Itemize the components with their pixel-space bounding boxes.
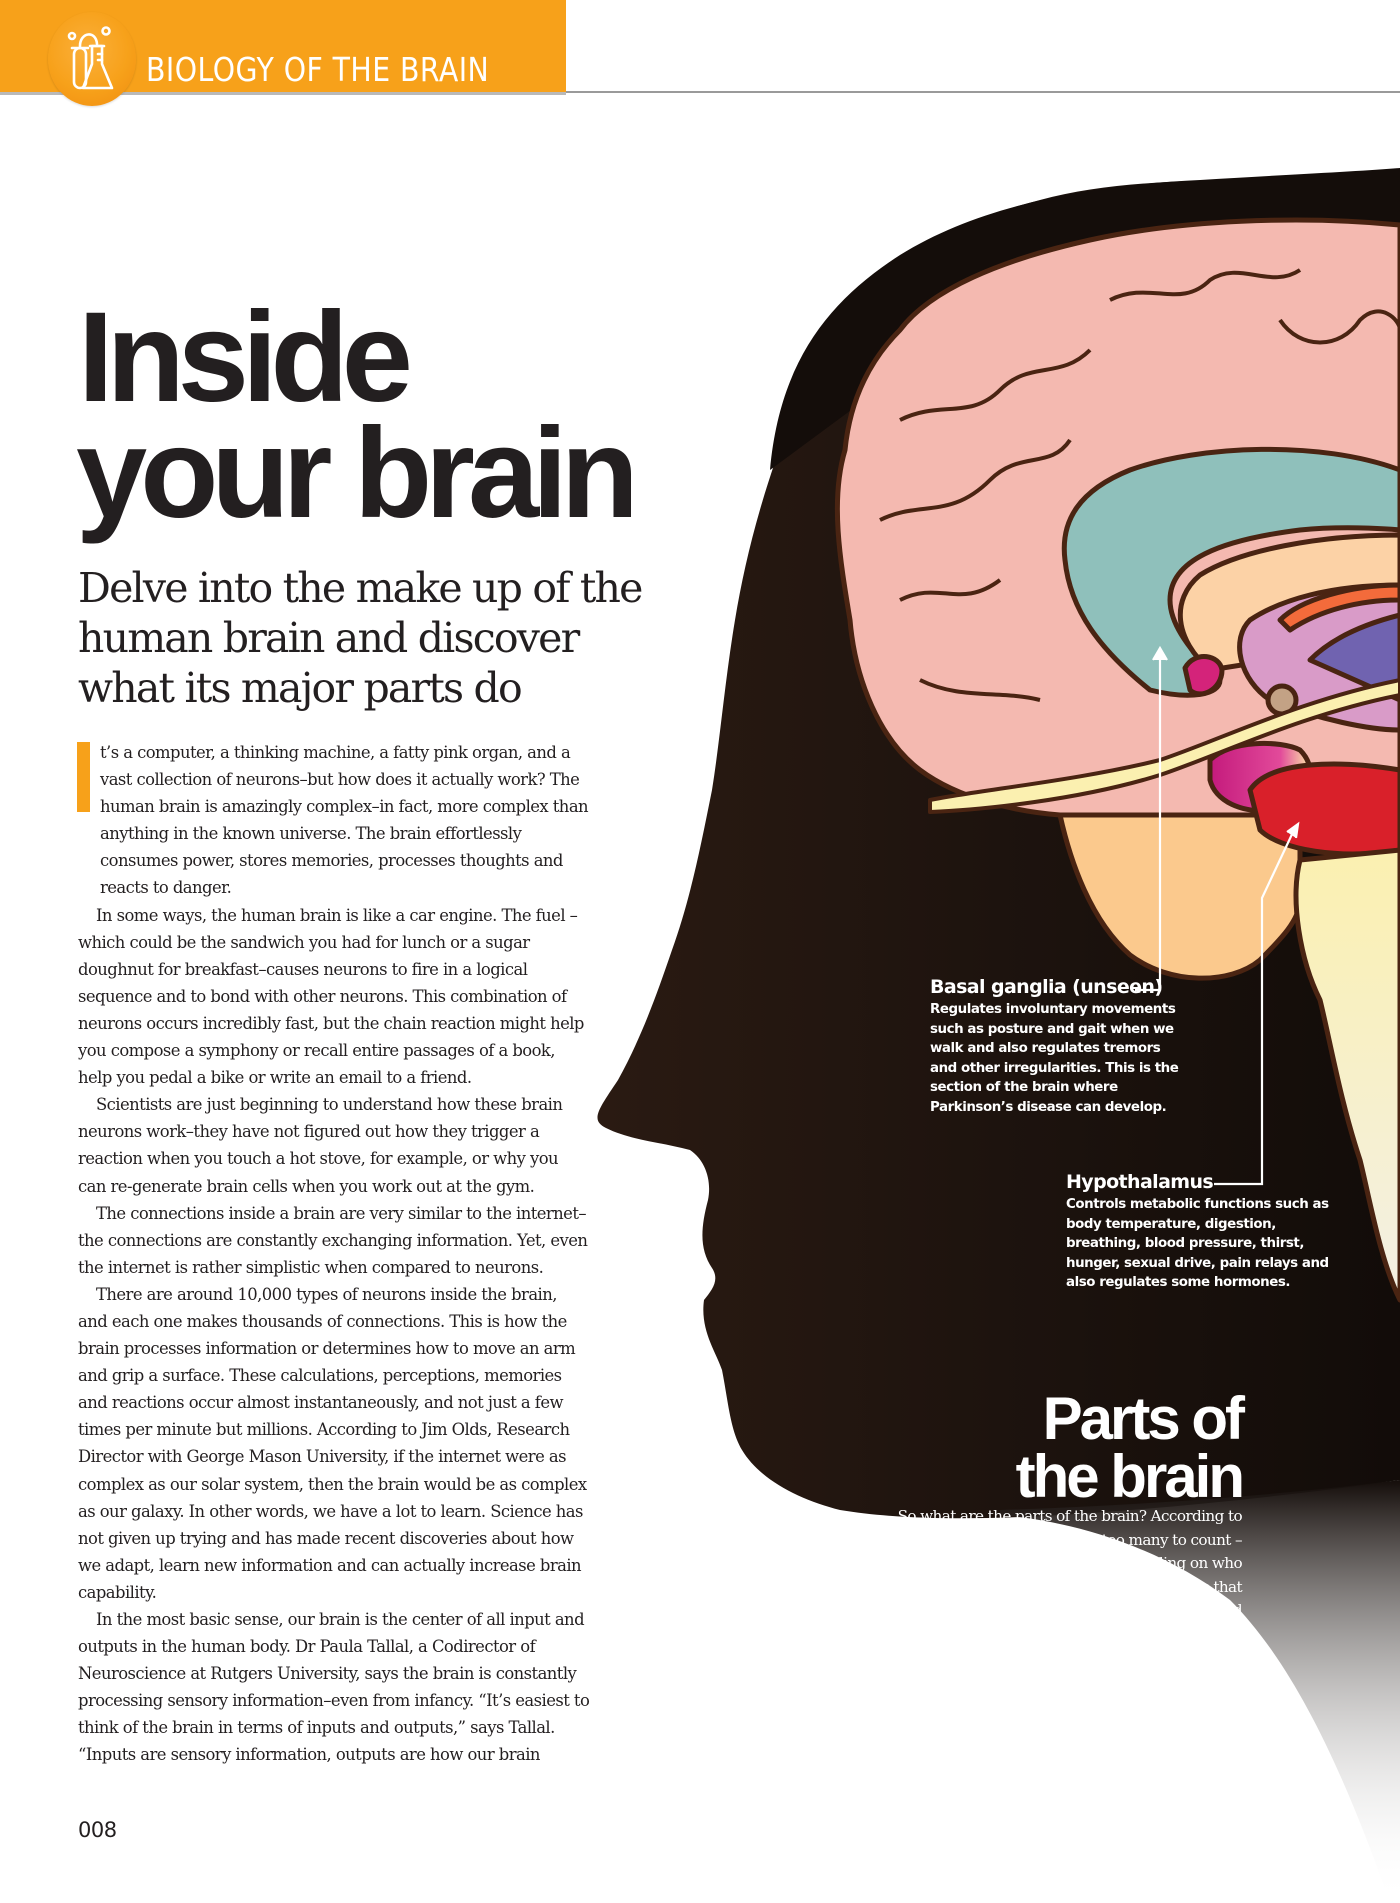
callout-text: Controls metabolic functions such as bod… bbox=[1066, 1197, 1329, 1290]
standfirst-line-2: human brain and discover bbox=[78, 614, 580, 662]
headline-line-1: Inside bbox=[78, 286, 413, 429]
paragraph-text: t’s a computer, a thinking machine, a fa… bbox=[100, 743, 589, 898]
body-paragraph-1: t’s a computer, a thinking machine, a fa… bbox=[78, 739, 590, 902]
sidebar-title-line-2: the brain bbox=[1015, 1443, 1245, 1510]
callout-hypothalamus: Hypothalamus Controls metabolic function… bbox=[1066, 1171, 1336, 1293]
body-paragraph-5: There are around 10,000 types of neurons… bbox=[78, 1284, 587, 1602]
page-number: 008 bbox=[78, 1818, 117, 1842]
callout-text: Regulates involuntary movements such as … bbox=[930, 1002, 1179, 1115]
article-standfirst: Delve into the make up of the human brai… bbox=[78, 563, 678, 713]
sidebar-title: Parts of the brain bbox=[1015, 1385, 1245, 1510]
body-paragraph-3: Scientists are just beginning to underst… bbox=[78, 1095, 563, 1196]
article-headline: Inside your brain bbox=[76, 286, 639, 545]
sidebar-text: So what are the parts of the brain? Acco… bbox=[894, 1507, 1242, 1643]
brain-diagram bbox=[834, 217, 1400, 1303]
standfirst-line-3: what its major parts do bbox=[78, 664, 523, 712]
header-rule bbox=[566, 91, 1400, 93]
sidebar-title-line-1: Parts of bbox=[1042, 1385, 1245, 1452]
callout-title: Hypothalamus bbox=[1066, 1171, 1214, 1193]
headline-line-2: your brain bbox=[76, 402, 639, 545]
brain-illustration bbox=[597, 168, 1400, 1903]
body-paragraph-2: In some ways, the human brain is like a … bbox=[78, 905, 584, 1088]
body-paragraph-4: The connections inside a brain are very … bbox=[78, 1203, 588, 1277]
lab-flask-test-tube-icon bbox=[67, 26, 114, 90]
body-paragraph-6: In the most basic sense, our brain is th… bbox=[78, 1610, 590, 1765]
callout-leader-lines bbox=[1135, 645, 1300, 1186]
section-badge bbox=[48, 12, 136, 106]
article-body: t’s a computer, a thinking machine, a fa… bbox=[78, 739, 590, 1769]
callout-basal-ganglia: Basal ganglia (unseen) Regulates involun… bbox=[930, 976, 1190, 1117]
callout-title: Basal ganglia (unseen) bbox=[930, 976, 1163, 998]
drop-cap-bar bbox=[77, 742, 90, 812]
section-title: BIOLOGY OF THE BRAIN bbox=[146, 50, 490, 90]
section-header-shadow bbox=[0, 92, 566, 95]
standfirst-line-1: Delve into the make up of the bbox=[78, 564, 643, 612]
